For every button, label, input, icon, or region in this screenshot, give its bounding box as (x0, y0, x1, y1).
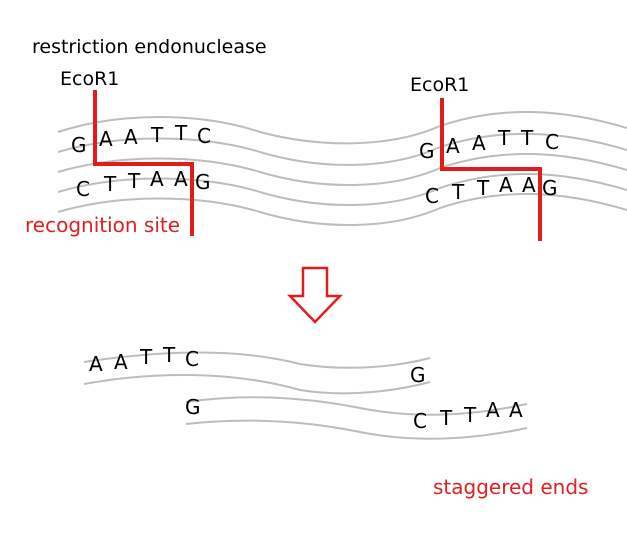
base: T (174, 121, 188, 145)
strand-line-1 (57, 111, 627, 145)
left-bottom-sequence: C T T A A G (76, 167, 211, 201)
base: G (71, 133, 87, 157)
enzyme-label-left: EcoR1 (60, 68, 119, 90)
base: T (139, 345, 153, 369)
fragment-top-right-sequence: G (410, 363, 426, 387)
fragment-right-top (185, 396, 528, 416)
base: T (476, 176, 490, 200)
fragment-right-bottom (185, 419, 528, 440)
base: G (542, 176, 558, 200)
base: A (499, 173, 513, 197)
base: A (124, 125, 138, 149)
base: A (472, 131, 486, 155)
base: G (195, 170, 211, 194)
cut-line-right (440, 98, 542, 241)
base: T (439, 406, 453, 430)
base: A (509, 398, 523, 422)
base: C (197, 124, 211, 148)
base: C (76, 177, 90, 201)
base: T (127, 169, 141, 193)
enzyme-label-right: EcoR1 (410, 74, 469, 96)
base: G (419, 139, 435, 163)
strand-line-4 (57, 173, 627, 206)
base: A (446, 134, 460, 158)
strand-line-2 (57, 132, 627, 166)
down-arrow-icon (287, 266, 343, 324)
base: T (497, 126, 511, 150)
cut-line-left (93, 90, 194, 236)
top-dna-strands (57, 111, 627, 226)
title-label: restriction endonuclease (32, 36, 267, 58)
base: A (522, 173, 536, 197)
right-top-sequence: G A A T T C (419, 126, 559, 163)
fragment-bottom-right-sequence: C T T A A (413, 398, 523, 433)
base: T (150, 123, 164, 147)
base: A (89, 352, 103, 376)
base: A (174, 167, 188, 191)
base: A (114, 350, 128, 374)
base: G (410, 363, 426, 387)
staggered-ends-label: staggered ends (433, 475, 588, 499)
base: T (162, 343, 176, 367)
base: C (545, 130, 559, 154)
fragment-bottom-left-sequence: G (185, 395, 201, 419)
base: T (103, 172, 117, 196)
base: C (185, 347, 199, 371)
strand-line-5 (57, 193, 627, 226)
base: C (425, 184, 439, 208)
base: T (463, 403, 477, 427)
base: G (185, 395, 201, 419)
left-top-sequence: G A A T T C (71, 121, 211, 157)
fragment-left-top (83, 351, 431, 369)
base: T (520, 126, 534, 150)
base: A (99, 127, 113, 151)
strand-line-3 (57, 153, 627, 186)
base: A (486, 398, 500, 422)
fragment-left-bottom (83, 373, 431, 395)
right-bottom-sequence: C T T A A G (425, 173, 558, 208)
base: A (150, 167, 164, 191)
fragment-top-left-sequence: A A T T C (89, 343, 199, 376)
base: T (451, 180, 465, 204)
cut-fragment-strands (83, 351, 528, 440)
recognition-site-label: recognition site (25, 213, 180, 237)
base: C (413, 409, 427, 433)
